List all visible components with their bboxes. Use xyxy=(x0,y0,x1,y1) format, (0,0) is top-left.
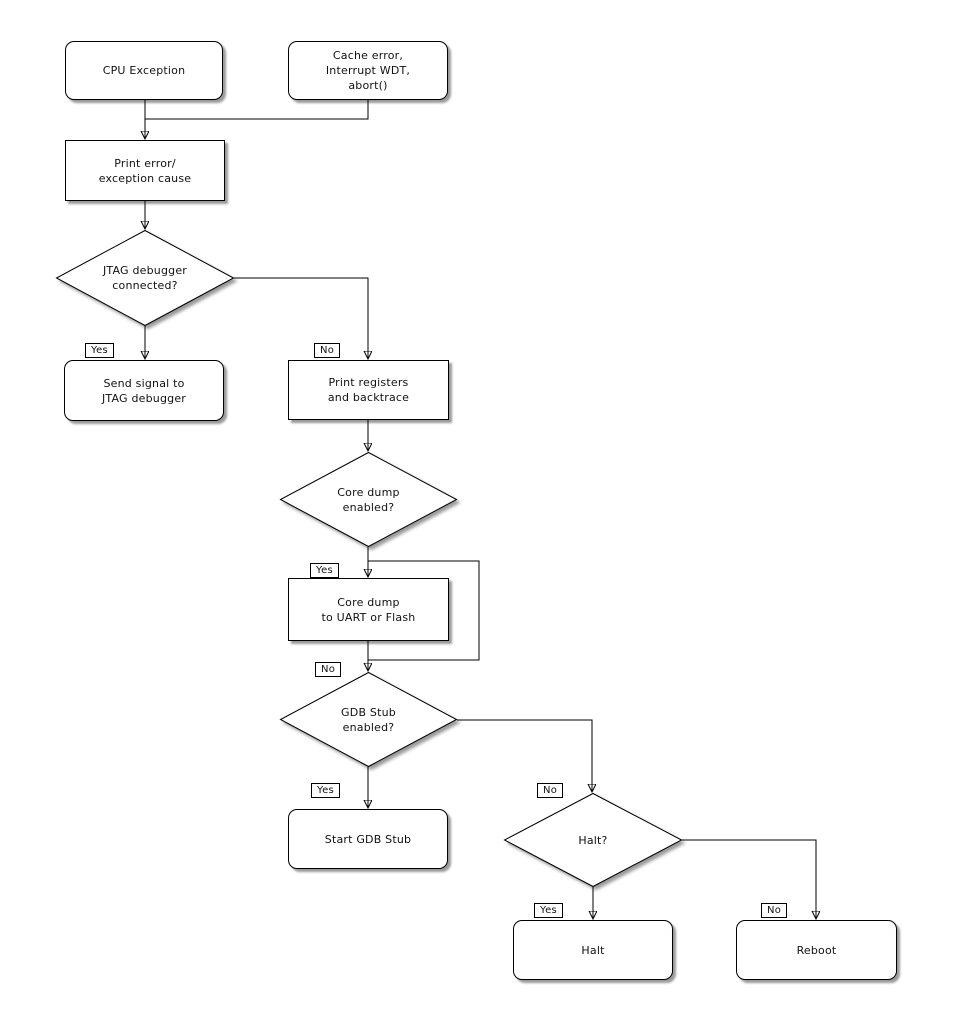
node-reboot: Reboot xyxy=(736,920,897,980)
edge-coredump-no-bypass xyxy=(368,560,480,661)
edge-gdb-no xyxy=(457,719,592,791)
node-send-signal-label: Send signal to JTAG debugger xyxy=(101,376,187,405)
edge-jtag-no xyxy=(234,277,368,358)
edge-label-gdb-no: No xyxy=(537,783,564,798)
diamond-shape xyxy=(503,792,683,888)
node-halt-question: Halt? xyxy=(503,792,683,888)
edge-label-halt-yes: Yes xyxy=(534,903,564,918)
edge-label-jtag-yes: Yes xyxy=(85,343,115,358)
node-halt-question-label: Halt? xyxy=(578,833,608,847)
node-halt: Halt xyxy=(513,920,673,980)
diamond-shape xyxy=(279,671,458,768)
edge-halt-no xyxy=(682,839,816,918)
node-jtag-connected: JTAG debugger connected? xyxy=(55,229,235,327)
edge-label-gdb-yes: Yes xyxy=(311,783,341,798)
edge-cache-merge xyxy=(145,100,369,120)
node-send-signal: Send signal to JTAG debugger xyxy=(64,360,224,421)
node-core-dump-enabled: Core dump enabled? xyxy=(279,451,458,548)
node-cpu-exception-label: CPU Exception xyxy=(102,64,186,77)
node-print-error: Print error/ exception cause xyxy=(65,140,225,201)
node-jtag-connected-label: JTAG debugger connected? xyxy=(102,264,188,292)
node-cpu-exception: CPU Exception xyxy=(65,41,223,100)
node-halt-label: Halt xyxy=(581,943,605,957)
edge-label-core-yes: Yes xyxy=(310,563,340,578)
node-start-gdb-stub: Start GDB Stub xyxy=(288,809,448,869)
node-start-gdb-stub-label: Start GDB Stub xyxy=(324,832,412,846)
node-cache-error-label: Cache error, Interrupt WDT, abort() xyxy=(325,49,411,92)
node-print-registers-label: Print registers and backtrace xyxy=(327,376,410,404)
diamond-shape xyxy=(279,451,458,548)
node-gdb-stub-enabled: GDB Stub enabled? xyxy=(279,671,458,768)
edge-label-core-no: No xyxy=(315,662,342,677)
edge-label-jtag-no: No xyxy=(314,343,341,358)
node-reboot-label: Reboot xyxy=(796,943,837,957)
node-print-registers: Print registers and backtrace xyxy=(288,360,449,420)
node-print-error-label: Print error/ exception cause xyxy=(98,156,192,185)
node-core-dump-enabled-label: Core dump enabled? xyxy=(337,485,400,514)
diamond-shape xyxy=(55,229,235,327)
node-cache-error: Cache error, Interrupt WDT, abort() xyxy=(288,41,448,100)
node-gdb-stub-enabled-label: GDB Stub enabled? xyxy=(341,705,396,734)
node-core-dump: Core dump to UART or Flash xyxy=(288,578,449,641)
edge-label-halt-no: No xyxy=(761,903,788,918)
node-core-dump-label: Core dump to UART or Flash xyxy=(321,595,416,624)
